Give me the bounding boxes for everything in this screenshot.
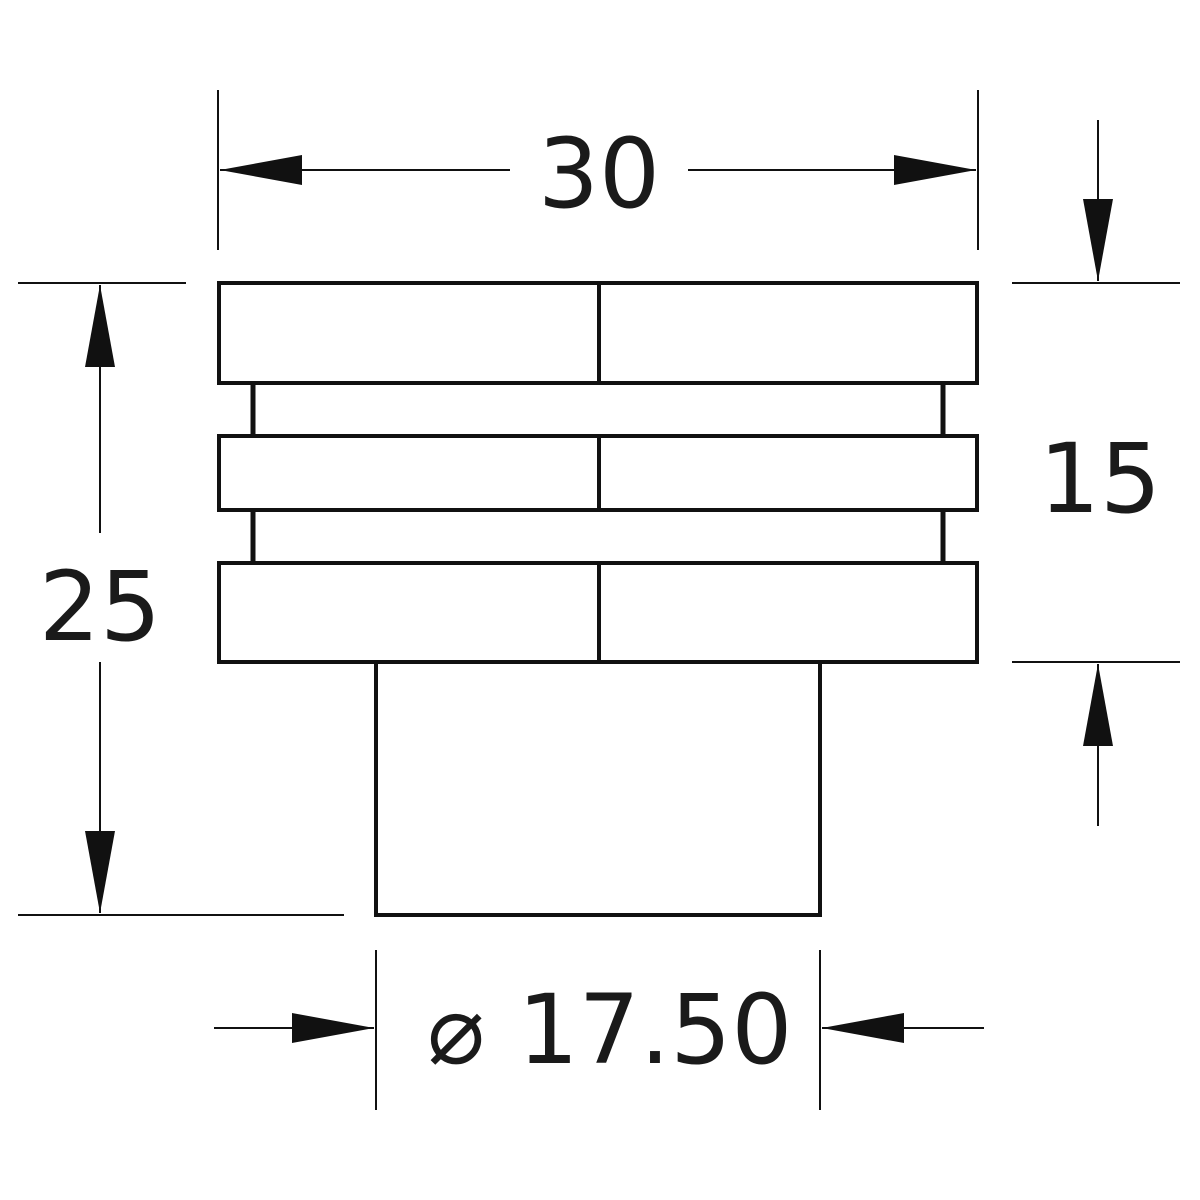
width-arrow-left: [220, 155, 302, 185]
diameter-symbol: ⌀: [427, 974, 485, 1086]
height-arrow-up: [85, 285, 115, 367]
diameter-value: 17.50: [518, 974, 793, 1086]
diameter-dimension: ⌀ 17.50: [214, 950, 984, 1110]
height-label: 25: [39, 551, 161, 663]
width-label: 30: [538, 118, 660, 230]
height-arrow-down: [85, 831, 115, 913]
cap-height-label: 15: [1039, 423, 1161, 535]
stem: [374, 662, 822, 917]
cap-height-dimension: 15: [1012, 120, 1180, 826]
cap-arrow-up: [1083, 664, 1113, 746]
cap-arrow-down: [1083, 199, 1113, 281]
width-dimension: 30: [217, 90, 979, 250]
height-dimension: 25: [18, 282, 344, 916]
diameter-arrow-left: [822, 1013, 904, 1043]
diameter-arrow-right: [292, 1013, 374, 1043]
width-arrow-right: [894, 155, 976, 185]
knob-part: [217, 281, 979, 917]
